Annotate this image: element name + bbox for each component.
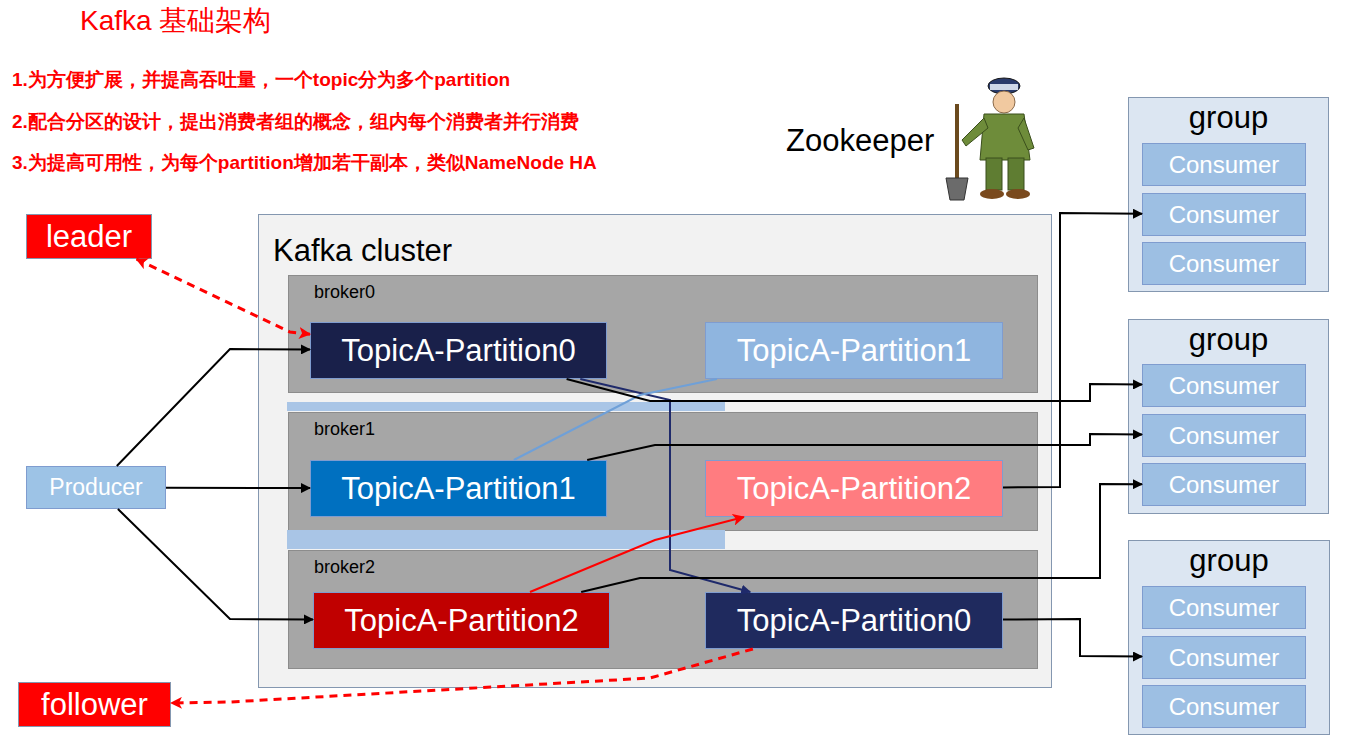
zookeeper-figure xyxy=(946,78,1034,200)
connector-arrow xyxy=(136,259,310,334)
connector-arrow xyxy=(118,509,313,620)
group-box: groupConsumerConsumerConsumer xyxy=(1128,319,1329,514)
group-box: groupConsumerConsumerConsumer xyxy=(1128,540,1330,735)
broker-box: broker1TopicA-Partition1 TopicA-Partition… xyxy=(288,412,1038,531)
consumer-box: Consumer xyxy=(1142,463,1306,506)
box-label: Producer xyxy=(49,474,142,501)
box-label: follower xyxy=(41,687,148,723)
box-label: TopicA-Partition2 xyxy=(737,471,971,507)
consumer-box: Consumer xyxy=(1142,193,1306,236)
box-label: Consumer xyxy=(1169,151,1280,179)
role-box: leader xyxy=(26,214,152,259)
note-text: 1.为方便扩展，并提高吞吐量，一个topic分为多个partition xyxy=(12,67,510,93)
partition-box: TopicA-Partition1 xyxy=(310,460,607,517)
producer-box: Producer xyxy=(26,466,166,509)
box-label: Consumer xyxy=(1169,594,1280,622)
consumer-box: Consumer xyxy=(1142,414,1306,457)
partition-box: TopicA-Partition2 xyxy=(313,592,610,649)
consumer-box: Consumer xyxy=(1142,364,1306,407)
box-heading: group xyxy=(1129,100,1328,136)
box-heading: broker2 xyxy=(314,557,1037,578)
box-label: Consumer xyxy=(1169,201,1280,229)
connector-arrow xyxy=(567,379,1142,401)
box-label: Consumer xyxy=(1169,422,1280,450)
note-text: 2.配合分区的设计，提出消费者组的概念，组内每个消费者并行消费 xyxy=(12,109,579,135)
consumer-box: Consumer xyxy=(1142,685,1306,728)
box-label: TopicA-Partition2 xyxy=(344,603,578,639)
broker-strip xyxy=(287,402,725,411)
box-label: TopicA-Partition1 xyxy=(341,471,575,507)
zookeeper-label: Zookeeper xyxy=(786,123,934,159)
box-label: Consumer xyxy=(1169,372,1280,400)
box-label: Consumer xyxy=(1169,693,1280,721)
consumer-box: Consumer xyxy=(1142,586,1306,629)
box-label: Consumer xyxy=(1169,644,1280,672)
partition-box: TopicA-Partition2 xyxy=(705,460,1003,517)
connector-arrow xyxy=(171,649,753,703)
partition-box: TopicA-Partition0 xyxy=(705,592,1003,649)
box-heading: group xyxy=(1129,543,1329,579)
connector-arrow xyxy=(587,434,1142,460)
broker-box: broker0TopicA-Partition0 TopicA-Partition… xyxy=(288,275,1038,393)
box-label: Consumer xyxy=(1169,250,1280,278)
connector-arrow xyxy=(581,484,1142,592)
cluster-box: Kafka clusterbroker0TopicA-Partition0Top… xyxy=(258,214,1052,688)
box-label: TopicA-Partition0 xyxy=(737,603,971,639)
box-label: TopicA-Partition0 xyxy=(341,333,575,369)
diagram-title: Kafka 基础架构 xyxy=(80,2,271,40)
role-box: follower xyxy=(18,682,171,727)
box-heading: broker1 xyxy=(314,419,1037,440)
connector-arrow xyxy=(1003,213,1142,487)
connector-arrow xyxy=(1003,619,1142,657)
box-heading: Kafka cluster xyxy=(273,233,1051,269)
box-label: leader xyxy=(46,219,132,255)
partition-box: TopicA-Partition1 xyxy=(705,322,1003,379)
box-heading: broker0 xyxy=(314,282,1037,303)
note-text: 3.为提高可用性，为每个partition增加若干副本，类似NameNode H… xyxy=(12,150,597,176)
connector-arrow xyxy=(530,517,744,592)
consumer-box: Consumer xyxy=(1142,636,1306,679)
broker-box: broker2TopicA-Partition2 TopicA-Partition… xyxy=(288,550,1038,669)
partition-box: TopicA-Partition0 xyxy=(310,322,607,379)
box-heading: group xyxy=(1129,322,1328,358)
consumer-box: Consumer xyxy=(1142,143,1306,186)
box-label: TopicA-Partition1 xyxy=(737,333,971,369)
connector-arrow xyxy=(166,487,310,489)
group-box: groupConsumerConsumerConsumer xyxy=(1128,97,1329,292)
box-label: Consumer xyxy=(1169,471,1280,499)
connector-arrow xyxy=(117,349,310,466)
consumer-box: Consumer xyxy=(1142,242,1306,285)
